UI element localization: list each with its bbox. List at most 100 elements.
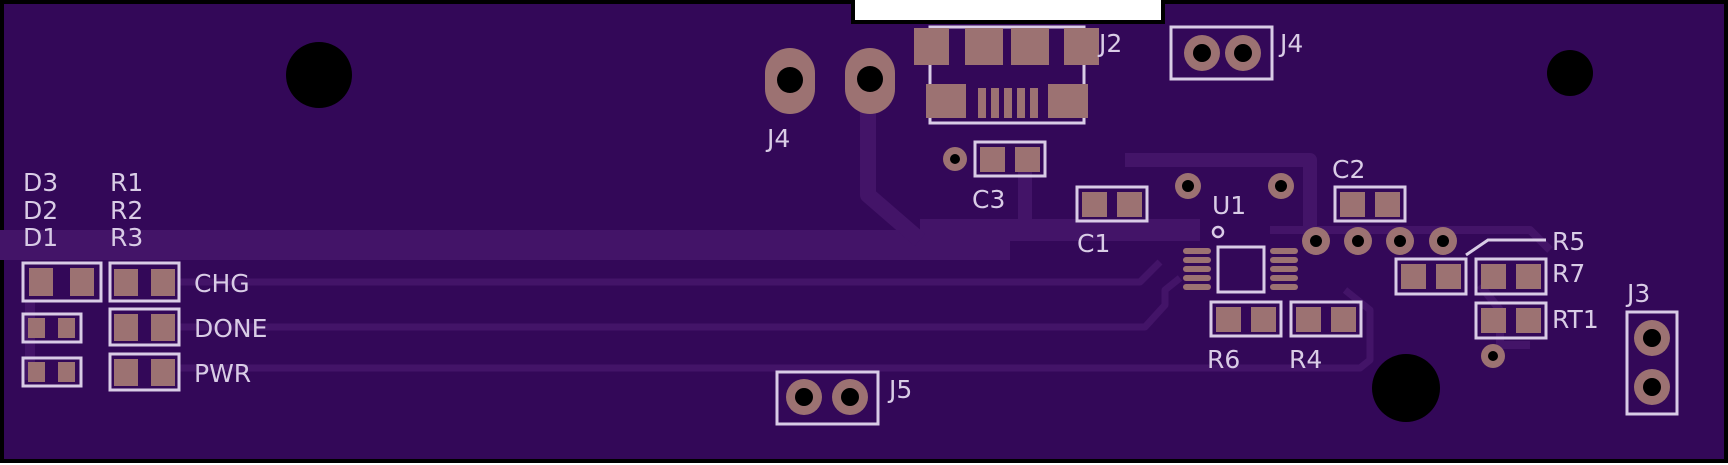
drill-header-2 xyxy=(1352,235,1364,247)
mounting-hole-top-left xyxy=(286,42,352,108)
j2-outline xyxy=(928,25,1086,125)
pad-d1-2 xyxy=(58,362,75,382)
label-j3: J3 xyxy=(1625,279,1650,308)
pad-u1-left-5 xyxy=(1183,284,1211,290)
drill-header-3 xyxy=(1394,235,1406,247)
pad-d3-1 xyxy=(29,268,53,296)
label-d3: D3 xyxy=(23,168,58,197)
label-j4-right: J4 xyxy=(1278,29,1303,58)
r6-outline xyxy=(1209,300,1283,338)
pad-r2-2 xyxy=(151,314,175,341)
mounting-hole-top-right xyxy=(1547,50,1593,96)
pad-u1-right-4 xyxy=(1270,275,1298,281)
label-d2: D2 xyxy=(23,196,58,225)
drill-header-4 xyxy=(1437,235,1449,247)
label-r3: R3 xyxy=(110,223,143,252)
drill-j5-1 xyxy=(795,388,813,406)
j3-outline xyxy=(1625,310,1679,416)
pad-r6-2 xyxy=(1251,307,1276,332)
c2-outline xyxy=(1333,185,1407,223)
label-c1: C1 xyxy=(1077,229,1110,258)
pad-j2-pin-1 xyxy=(978,88,986,118)
pad-j2-pin-4 xyxy=(1017,88,1025,118)
pad-j2-pin-5 xyxy=(1030,88,1038,118)
label-c2: C2 xyxy=(1332,155,1365,184)
drill-holes xyxy=(777,44,1661,406)
label-c3: C3 xyxy=(972,185,1005,214)
trace-chg xyxy=(180,259,1163,286)
drill-via-rt1 xyxy=(1488,351,1498,361)
drill-via-c3 xyxy=(950,154,960,164)
u1-pin1-marker xyxy=(1211,225,1225,239)
r-outline-pwr xyxy=(108,352,181,392)
d-led-outline-pwr xyxy=(21,356,83,388)
mounting-hole-bottom-right xyxy=(1372,354,1440,422)
pad-j2-pin-2 xyxy=(991,88,999,118)
trace-j4-down xyxy=(860,85,926,247)
pad-r2-1 xyxy=(114,314,138,341)
label-d1: D1 xyxy=(23,223,58,252)
drill-j3-2 xyxy=(1643,378,1661,396)
pad-r5-2 xyxy=(1436,264,1461,289)
pad-d1-1 xyxy=(28,362,45,382)
pad-r5-1 xyxy=(1401,264,1426,289)
pad-r3-2 xyxy=(151,359,175,386)
label-j5: J5 xyxy=(887,375,912,404)
d-led-outline-done xyxy=(21,312,83,344)
pad-d2-1 xyxy=(28,318,45,338)
pad-r4-2 xyxy=(1331,307,1356,332)
drill-j4-left-2 xyxy=(857,66,883,92)
pad-r6-1 xyxy=(1216,307,1241,332)
silkscreen-outlines xyxy=(21,25,1679,426)
pad-u1-left-3 xyxy=(1183,266,1211,272)
drill-via-u1-left xyxy=(1182,180,1194,192)
label-done: DONE xyxy=(194,314,267,343)
drill-j3-1 xyxy=(1643,329,1661,347)
c3-outline xyxy=(973,140,1047,178)
pad-c1-2 xyxy=(1117,192,1142,217)
drill-j4-right-2 xyxy=(1234,44,1252,62)
r4-outline xyxy=(1289,300,1363,338)
rt1-outline xyxy=(1474,301,1548,340)
pad-u1-left-4 xyxy=(1183,275,1211,281)
drill-via-u1-right xyxy=(1275,180,1287,192)
pad-c1-1 xyxy=(1082,192,1107,217)
pad-r7-1 xyxy=(1481,264,1506,289)
u1-outline xyxy=(1216,245,1266,294)
label-r1: R1 xyxy=(110,168,143,197)
pad-j2-shield-4 xyxy=(1064,28,1099,65)
pad-j2-shield-2 xyxy=(965,28,1003,65)
pad-u1-right-3 xyxy=(1270,266,1298,272)
r5-outline xyxy=(1394,257,1468,296)
drill-header-1 xyxy=(1310,235,1322,247)
j5-outline xyxy=(775,370,880,426)
pad-j2-pin-3 xyxy=(1004,88,1012,118)
r-outline-done xyxy=(108,307,181,347)
r-outline-chg xyxy=(108,261,181,303)
r5-leader xyxy=(1465,238,1546,257)
label-u1: U1 xyxy=(1212,191,1246,220)
drill-j4-left-1 xyxy=(777,67,803,93)
copper-pads xyxy=(28,28,1670,415)
pad-d2-2 xyxy=(58,318,75,338)
pad-u1-left-1 xyxy=(1183,248,1211,254)
pad-d3-2 xyxy=(70,268,94,296)
j4-right-outline xyxy=(1169,25,1274,81)
r7-outline xyxy=(1474,257,1548,296)
label-r5: R5 xyxy=(1552,227,1585,256)
pad-r7-2 xyxy=(1516,264,1541,289)
label-j4-left: J4 xyxy=(765,124,790,153)
label-r2: R2 xyxy=(110,196,143,225)
drill-j5-2 xyxy=(841,388,859,406)
pad-c3-2 xyxy=(1015,147,1040,172)
traces xyxy=(0,85,1553,380)
pad-j2-shield-1 xyxy=(914,28,949,65)
pad-j2-shield-5 xyxy=(926,84,966,118)
drill-j4-right-1 xyxy=(1193,44,1211,62)
pad-r4-1 xyxy=(1296,307,1321,332)
label-r7: R7 xyxy=(1552,259,1585,288)
pad-j2-shield-6 xyxy=(1048,84,1088,118)
label-rt1: RT1 xyxy=(1552,305,1599,334)
d-led-outline-chg xyxy=(21,261,103,303)
